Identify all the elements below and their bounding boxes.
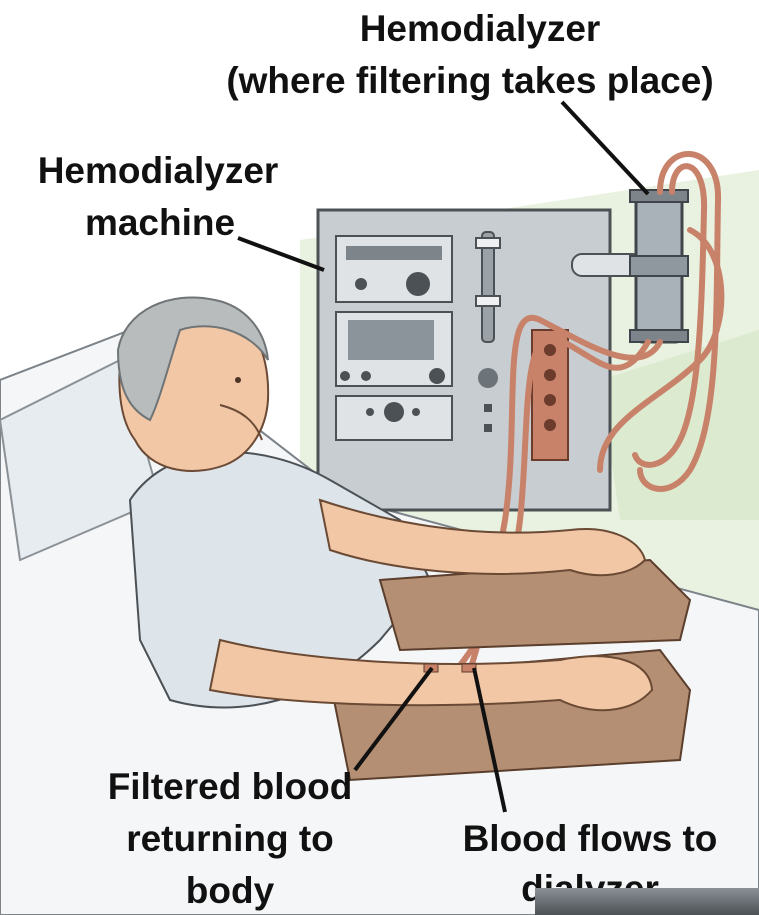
filtered-blood-label-line3: body bbox=[130, 870, 330, 912]
blood-flows-label-line1: Blood flows to bbox=[425, 818, 755, 860]
dialysis-machine bbox=[318, 210, 610, 510]
machine-label-line2: machine bbox=[50, 202, 270, 244]
hemodialyzer-label-line1: Hemodialyzer bbox=[300, 8, 660, 50]
machine-label-line1: Hemodialyzer bbox=[8, 150, 308, 192]
filtered-blood-label-line2: returning to bbox=[90, 818, 370, 860]
bottom-overlay-bar bbox=[535, 888, 759, 915]
filtered-blood-label-line1: Filtered blood bbox=[70, 766, 390, 808]
hemodialyzer-label-line2: (where filtering takes place) bbox=[190, 60, 750, 102]
